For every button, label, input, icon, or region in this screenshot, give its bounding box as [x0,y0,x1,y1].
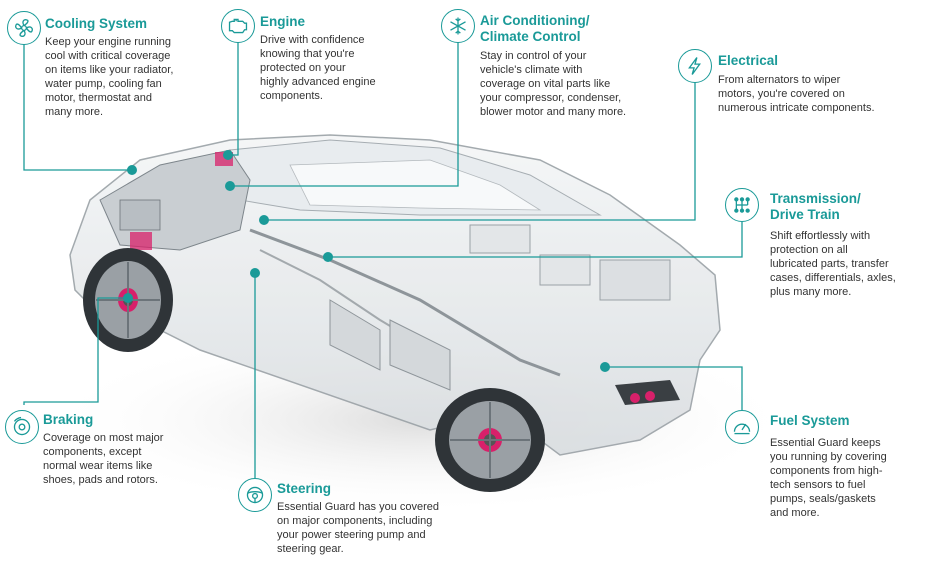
lightning-icon [678,49,712,83]
brake-disc-icon [5,410,39,444]
fan-icon [7,11,41,45]
transmission-title: Transmission/Drive Train [770,191,861,222]
transmission-leader [328,222,743,258]
fuel-leader [605,366,743,410]
engine-title: Engine [260,14,306,29]
electrical-title: Electrical [718,53,779,68]
braking-title: Braking [43,412,94,427]
fuel-title: Fuel System [770,413,850,428]
snowflake-icon [441,9,475,43]
ac-title: Air Conditioning/Climate Control [480,13,590,44]
fuel-gauge-icon [725,410,759,444]
engine-leader [228,40,239,156]
gear-shift-icon [725,188,759,222]
engine-icon [221,9,255,43]
ac-leader [230,40,459,187]
cooling-title: Cooling System [45,16,148,31]
electrical-leader [264,80,696,221]
steering-wheel-icon [238,478,272,512]
cooling-leader [23,33,132,171]
steering-title: Steering [277,481,332,496]
braking-leader [23,297,128,405]
